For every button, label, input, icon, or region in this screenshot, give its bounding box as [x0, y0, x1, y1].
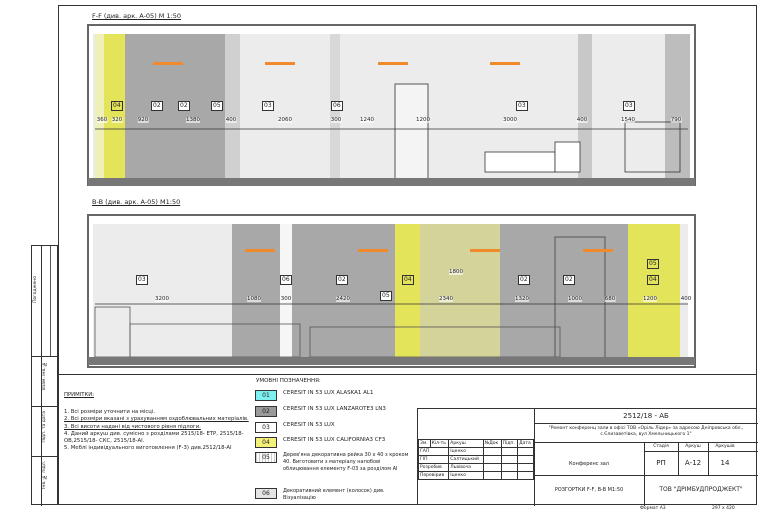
side-label: Погоджено: [33, 276, 38, 303]
dimension-label: 320: [111, 117, 123, 123]
drawing-frame: [58, 5, 757, 505]
material-tag: 05: [647, 259, 659, 269]
legend-heading: УМОВНІ ПОЗНАЧЕННЯ:: [256, 378, 321, 384]
material-tag: 02: [518, 275, 530, 285]
dimension-label: 2340: [439, 296, 453, 302]
stage-value: РП: [656, 459, 666, 467]
material-tag: 04: [111, 101, 123, 111]
material-tag: 03: [516, 101, 528, 111]
dimension-label: 1200: [416, 117, 430, 123]
dimension-label: 1380: [186, 117, 200, 123]
side-label: Взам. інв. №: [42, 361, 47, 391]
dimension-label: 2420: [336, 296, 350, 302]
notes-heading: ПРИМІТКИ:: [64, 392, 95, 398]
material-tag: 02: [178, 101, 190, 111]
dimension-label: 1080: [247, 296, 261, 302]
material-tag: 02: [336, 275, 348, 285]
elevation-title-bb: B-B (див. арк. A-05) M1:50: [92, 198, 181, 206]
material-tag: 04: [647, 275, 659, 285]
material-tag: 06: [331, 101, 343, 111]
material-tag: 04: [402, 275, 414, 285]
format-label: Формат А3: [640, 506, 666, 511]
elevation-title-ff: F-F (див. арк. A-05) M 1:50: [92, 12, 182, 20]
dimension-label: 400: [576, 117, 588, 123]
dimension-label: 1200: [643, 296, 657, 302]
project-code: 2512/18 - АБ: [623, 412, 669, 420]
notes-block: ПРИМІТКИ: 1. Всі розміри уточнити на міс…: [64, 392, 254, 452]
dimension-label: 1240: [360, 117, 374, 123]
dimension-label: 3200: [155, 296, 169, 302]
material-tag: 06: [280, 275, 292, 285]
material-tag: 03: [623, 101, 635, 111]
dimension-label: 1540: [621, 117, 635, 123]
material-tag: 05: [380, 291, 392, 301]
sheets-value: 14: [720, 459, 730, 467]
dimension-label: 790: [670, 117, 682, 123]
size-label: 297 x 420: [712, 506, 735, 511]
note-item: 1. Всі розміри уточнити на місці.: [64, 409, 156, 416]
side-stamp: Погоджено Взам. інв. № Підп. та дата Інв…: [31, 245, 59, 506]
note-item: 3. Всі висоти надані від чистового рівня…: [64, 423, 201, 430]
elevation-bb-drawing: [87, 214, 696, 368]
side-label: Інв. № підл.: [42, 461, 47, 489]
dimension-label: 400: [225, 117, 237, 123]
note-item: 4. Даний аркуш див. сумісно з розділами …: [64, 430, 244, 445]
company-name: ТОВ "ДРІМБУДПРОДЖЕКТ": [659, 486, 743, 493]
note-item: 2. Всі розміри вказані з урахуванням озд…: [64, 416, 249, 423]
drawing-name: РОЗГОРТКИ F-F, B-B M1:50: [554, 487, 624, 493]
dimension-label: 360: [96, 117, 108, 123]
dimension-label: 3000: [503, 117, 517, 123]
dimension-label: 680: [604, 296, 616, 302]
dimension-label: 300: [280, 296, 292, 302]
material-tag: 02: [151, 101, 163, 111]
sheet-value: А-12: [684, 459, 702, 467]
dimension-label: 2060: [278, 117, 292, 123]
elevation-ff-drawing: [87, 24, 696, 186]
dimension-label: 300: [330, 117, 342, 123]
material-tag: 03: [262, 101, 274, 111]
material-tag: 05: [211, 101, 223, 111]
dimension-label: 1000: [568, 296, 582, 302]
dimension-label: 400: [680, 296, 692, 302]
side-label: Підп. та дата: [42, 411, 47, 443]
dimension-label: 1320: [515, 296, 529, 302]
sheet-name: Конференс зал: [568, 461, 609, 467]
dimension-label: 920: [137, 117, 149, 123]
span-dimension: 1800: [449, 269, 463, 275]
material-tag: 03: [136, 275, 148, 285]
project-description: "Ремонт конференц зали в офісі ТОВ «Оріл…: [548, 426, 744, 437]
note-item: 5. Меблі індивідуального виготовлення (F…: [64, 445, 232, 452]
material-tag: 02: [563, 275, 575, 285]
